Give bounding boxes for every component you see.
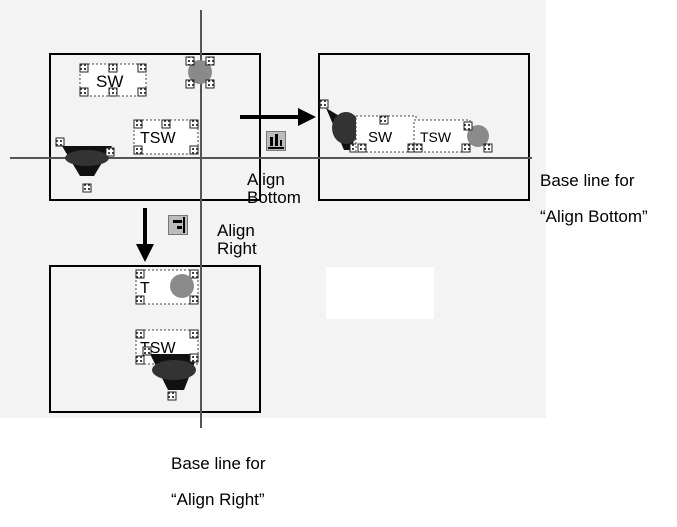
sw-text-aligned: SW: [368, 129, 393, 146]
tsw-text-aligned: TSW: [420, 129, 452, 145]
arrow-right-icon: [240, 108, 316, 126]
baseline-bottom-line1: Base line for: [540, 172, 648, 190]
align-bottom-icon[interactable]: [266, 131, 286, 151]
align-right-label: Align Right: [217, 222, 257, 258]
baseline-bottom-label: Base line for “Align Bottom”: [540, 154, 648, 244]
baseline-right-line2: “Align Right”: [171, 491, 266, 509]
sw-switch-original: SW: [80, 64, 146, 96]
baseline-bottom-line2: “Align Bottom”: [540, 208, 648, 226]
baseline-right-line1: Base line for: [171, 455, 266, 473]
t-text-aligned: T: [140, 280, 150, 297]
aligned-right-column: T TSW: [136, 270, 198, 400]
aligned-bottom-row: SW TSW: [320, 100, 492, 152]
sw-text: SW: [96, 72, 123, 91]
tsw-text: TSW: [140, 130, 176, 147]
arrow-down-icon: [136, 208, 154, 262]
baseline-right-label: Base line for “Align Right”: [171, 437, 266, 527]
align-right-icon[interactable]: [168, 215, 188, 235]
tsw-switch-original: TSW: [134, 120, 198, 154]
triangle-object-original: [56, 138, 114, 192]
align-bottom-label: Align Bottom: [247, 171, 301, 207]
lamp-original: [186, 57, 214, 88]
